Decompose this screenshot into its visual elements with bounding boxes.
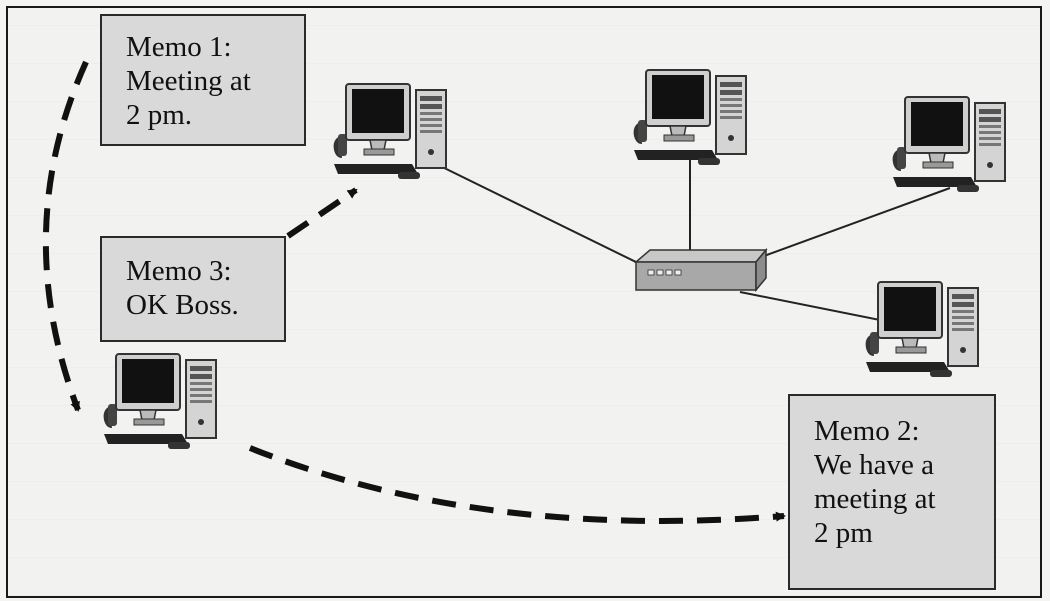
memo-1-box: Memo 1: Meeting at 2 pm. bbox=[100, 14, 306, 146]
memo-1-line-1: Meeting at bbox=[126, 65, 251, 97]
computer-icon-bottom-left bbox=[102, 353, 217, 450]
arrow-pc-to-memo2 bbox=[248, 445, 786, 524]
memo-flow-arrows bbox=[42, 60, 786, 524]
memo-2-title: Memo 2: bbox=[814, 415, 920, 447]
memo-1-line-2: 2 pm. bbox=[126, 99, 193, 131]
memo-2-line-2: meeting at bbox=[814, 483, 936, 515]
arrow-memo1-to-pc bbox=[42, 60, 89, 412]
computer-icon-right bbox=[864, 281, 979, 378]
memo-2-box: Memo 2: We have a meeting at 2 pm bbox=[788, 394, 996, 590]
memo-1-title: Memo 1: bbox=[126, 31, 232, 63]
cable-pc3-hub bbox=[763, 187, 951, 257]
computer-icon-top-right bbox=[891, 96, 1006, 193]
memo-3-box: Memo 3: OK Boss. bbox=[100, 236, 286, 342]
memo-3-title: Memo 3: bbox=[126, 255, 232, 287]
memo-3-line-1: OK Boss. bbox=[126, 289, 239, 321]
computer-icon-top-center bbox=[632, 69, 747, 166]
memo-2-line-1: We have a bbox=[814, 449, 935, 481]
cable-pc1-hub bbox=[427, 159, 641, 265]
arrow-memo3-to-pc bbox=[286, 187, 358, 239]
network-hub-icon bbox=[633, 247, 768, 293]
memo-2-line-3: 2 pm bbox=[814, 517, 873, 549]
network-cables bbox=[427, 158, 951, 323]
cable-pc4-hub bbox=[739, 291, 891, 323]
computer-icon-top-left bbox=[332, 83, 447, 180]
